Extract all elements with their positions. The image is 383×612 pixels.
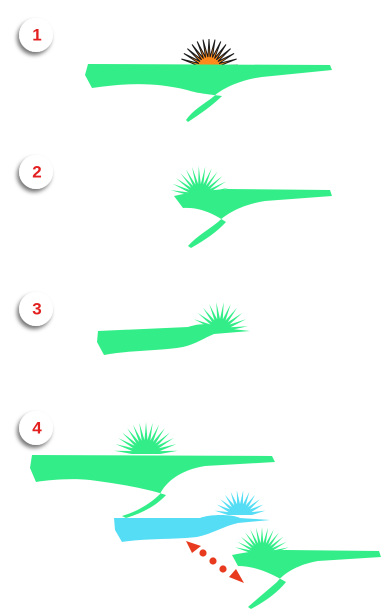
arrow-head-bottom [229,569,244,583]
step-2-badge: 2 [19,155,53,189]
arrow-dot [219,565,226,572]
step-2-number: 2 [32,162,41,181]
step-3-badge: 3 [19,292,53,326]
step-2: 2 [19,155,332,248]
step-3-number: 3 [32,299,41,318]
step-4-badge: 4 [19,411,53,445]
double-headed-dotted-arrow [186,541,244,583]
sunburst-icon [235,527,289,553]
step-4: 4 [19,411,381,609]
arrow-dot [209,557,216,564]
step-1-sun [180,39,238,68]
arrow-head-top [186,541,201,553]
step-4-number: 4 [32,418,42,437]
sunburst-icon [180,39,238,68]
step-4-bottom-landmass [232,550,381,609]
step-4-top-sun [114,422,178,454]
step-4-bottom-sun [235,527,289,553]
sunburst-icon [215,490,266,515]
step-1-landmass [85,64,332,122]
step-1-badge: 1 [19,18,53,52]
sunburst-icon [114,422,178,454]
arrow-dot [199,549,206,556]
step-3-landmass [97,324,250,355]
step-2-landmass [174,189,332,248]
step-4-cyan-landmass [114,515,270,542]
step-1-number: 1 [32,25,41,44]
step-3: 3 [19,292,250,355]
step-1: 1 [19,18,332,122]
step-4-cyan-sun [215,490,266,515]
